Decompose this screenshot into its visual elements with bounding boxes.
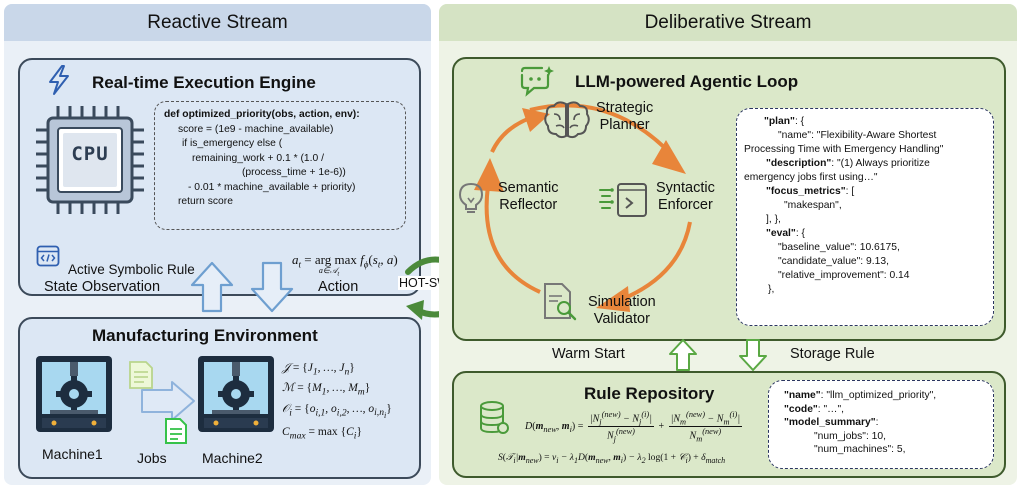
syntactic-enforcer-label: Syntactic Enforcer <box>656 180 715 214</box>
json-value: : { <box>795 228 805 239</box>
jobs-flow-arrow-icon <box>141 381 195 421</box>
loop-title: LLM-powered Agentic Loop <box>575 72 799 91</box>
cpu-label: CPU <box>71 143 109 165</box>
environment-title: Manufacturing Environment <box>92 326 318 345</box>
syntactic-enforcer-line: Syntactic <box>656 180 715 196</box>
action-arrow-icon <box>250 261 294 313</box>
json-value: : "…", <box>817 403 844 415</box>
semantic-reflector-label: Semantic Reflector <box>498 180 558 214</box>
json-value: "relative_improvement": 0.14 <box>778 270 910 281</box>
warm-start-arrow-icon <box>669 339 697 371</box>
json-value: "num_jobs": 10, <box>814 430 886 442</box>
code-window-icon <box>36 245 60 267</box>
cpu-chip-icon <box>36 106 144 214</box>
state-observation-arrow-icon <box>190 261 234 313</box>
json-value: : "llm_optimized_priority", <box>820 390 937 401</box>
lightning-icon <box>49 65 69 95</box>
json-key: "plan" <box>764 116 795 127</box>
machine2-label: Machine2 <box>202 450 263 466</box>
code-line: score = (1e9 - machine_available) <box>178 123 334 135</box>
database-icon <box>480 401 509 434</box>
jobs-label: Jobs <box>137 450 167 466</box>
action-label: Action <box>318 279 359 295</box>
active-rule-label: Active Symbolic Rule <box>68 262 195 277</box>
plan-json-content: "plan": { "name": "Flexibility-Aware Sho… <box>744 115 943 297</box>
simulation-validator-line: Simulation <box>588 294 656 310</box>
json-value: : { <box>794 116 805 127</box>
storage-rule-arrow-icon <box>739 339 767 371</box>
reactive-stream-header: Reactive Stream <box>4 4 431 41</box>
json-value: : "(1) Always prioritize <box>831 158 930 169</box>
rule-code: def optimized_priority(obs, action, env)… <box>164 108 360 210</box>
code-line: if is_emergency else ( <box>182 138 283 149</box>
plan-json-box <box>736 108 994 326</box>
repository-json-box <box>768 380 994 469</box>
code-line: return score <box>178 196 233 207</box>
document-search-icon <box>544 283 577 321</box>
syntactic-enforcer-line: Enforcer <box>658 197 713 213</box>
json-value: emergency jobs first using…" <box>744 172 878 183</box>
machine2-icon <box>198 356 274 432</box>
simulation-validator-label: Simulation Validator <box>588 294 656 328</box>
distance-formula: D(mnew, mi) = |Nj(new) − Nj(i)| Nj(new) … <box>525 410 743 444</box>
json-key: "focus_metrics" <box>766 186 846 197</box>
strategic-planner-line: Strategic <box>596 100 654 116</box>
code-line: - 0.01 * machine_available + priority) <box>188 181 356 193</box>
simulation-validator-line: Validator <box>593 311 650 327</box>
json-key: "description" <box>766 158 832 169</box>
code-line: (process_time + 1e-6)) <box>242 167 346 178</box>
deliberative-stream-header: Deliberative Stream <box>439 4 1017 41</box>
json-value: "baseline_value": 10.6175, <box>778 242 900 253</box>
repository-json-content: "name": "llm_optimized_priority", "code"… <box>784 389 936 457</box>
lightbulb-icon <box>458 182 484 213</box>
chat-bot-icon <box>520 66 554 97</box>
machine1-icon <box>36 356 112 432</box>
json-value: "makespan", <box>784 200 842 211</box>
json-value: Processing Time with Emergency Handling" <box>744 144 944 155</box>
brain-icon <box>544 101 590 139</box>
json-value: : [ <box>845 186 855 197</box>
machine1-label: Machine1 <box>42 446 103 462</box>
json-value: }, <box>768 284 775 295</box>
semantic-reflector-line: Reflector <box>499 197 558 213</box>
json-value: "name": "Flexibility-Aware Shortest <box>778 130 937 141</box>
environment-set-definitions: 𝒥 = {J1, …, Jn} ℳ = {M1, …, Mm} 𝒪i = {oi… <box>282 362 392 442</box>
code-box <box>154 101 406 230</box>
engine-title: Real-time Execution Engine <box>92 73 316 92</box>
json-value: : <box>875 417 879 428</box>
repository-title: Rule Repository <box>584 384 715 403</box>
job-document-icon <box>129 361 153 389</box>
execution-engine-panel <box>18 58 421 296</box>
code-line-def: def optimized_priority(obs, action, env)… <box>164 109 360 120</box>
storage-rule-label: Storage Rule <box>790 346 875 362</box>
json-key: "name" <box>784 390 821 401</box>
json-value: "candidate_value": 9.13, <box>778 256 889 267</box>
json-value: ], }, <box>766 214 781 225</box>
code-terminal-icon <box>599 183 647 217</box>
score-formula: S(𝒯i|mnew) = vi − λ1D(mnew, mi) − λ2 log… <box>498 452 726 465</box>
state-observation-label: State Observation <box>44 279 161 295</box>
strategic-planner-label: Strategic Planner <box>596 100 653 134</box>
semantic-reflector-line: Semantic <box>498 180 559 196</box>
job-document-green-icon <box>165 418 187 444</box>
json-key: "code" <box>784 403 818 415</box>
strategic-planner-line: Planner <box>599 117 650 133</box>
code-line: remaining_work + 0.1 * (1.0 / <box>192 152 324 164</box>
json-value: "num_machines": 5, <box>814 444 906 455</box>
warm-start-label: Warm Start <box>552 346 625 362</box>
json-key: "eval" <box>766 228 796 239</box>
json-key: "model_summary" <box>784 417 876 428</box>
